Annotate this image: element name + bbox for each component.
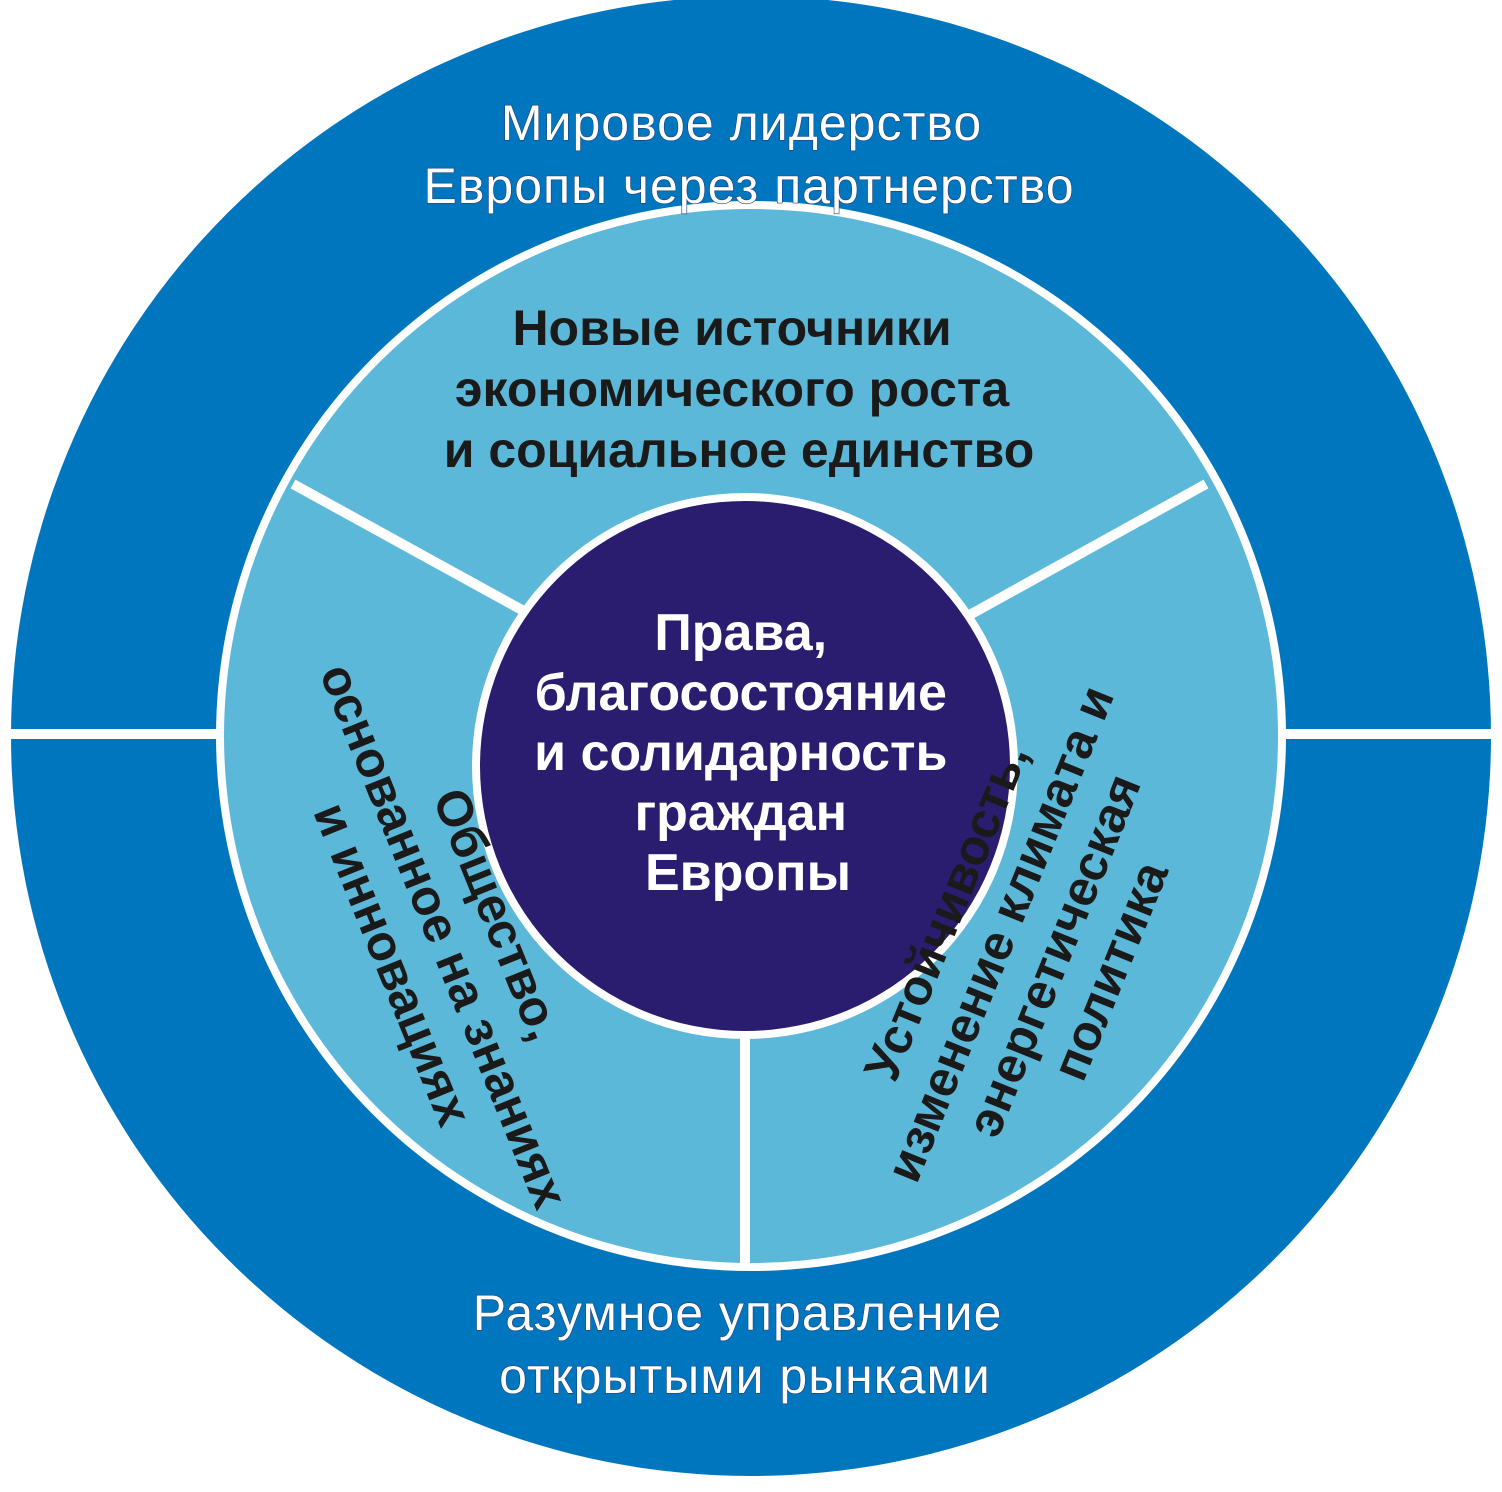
outer-bottom-label: Разумное управление открытыми рынками <box>473 1285 1018 1404</box>
outer-separator-left <box>0 729 224 739</box>
outer-separator-right <box>1278 729 1502 739</box>
outer-top-label: Мировое лидерство Европы через партнерст… <box>423 95 1074 214</box>
center-circle <box>480 501 1010 1031</box>
center-label: Права, благосостояние и солидарность гра… <box>534 604 962 902</box>
middle-top-label: Новые источники экономического роста и с… <box>444 300 1035 478</box>
